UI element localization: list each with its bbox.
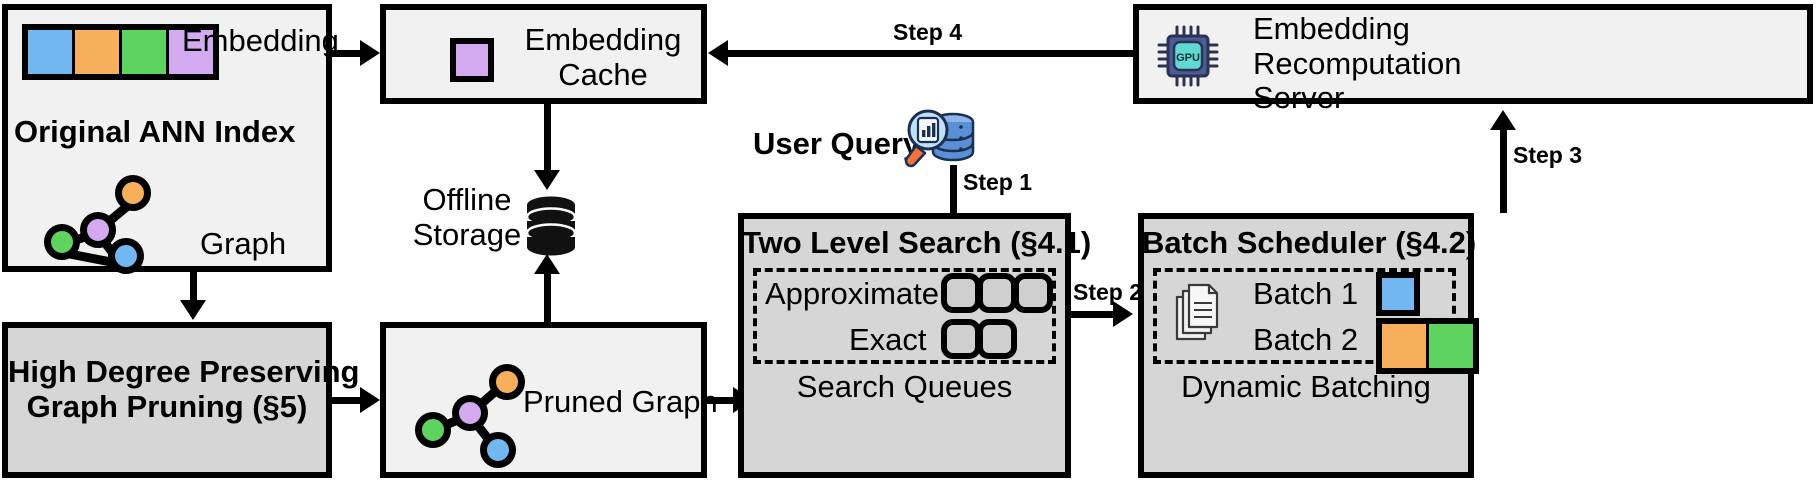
step-2-label: Step 2 — [1073, 279, 1143, 305]
pruned-node-orange — [489, 364, 525, 400]
pruned-graph-title: Pruned Graph — [523, 384, 718, 419]
arrow-pruning-to-prunedgraph-line — [332, 397, 362, 404]
recomputation-server-title: Embedding Recomputation Server — [1253, 11, 1462, 116]
documents-stack-icon — [1175, 283, 1219, 341]
batch-scheduler-title: Batch Scheduler (§4.2) — [1142, 225, 1477, 260]
embedding-swatch-strip — [22, 24, 219, 80]
pruned-node-green — [415, 412, 451, 448]
step1-arrow-line — [950, 165, 957, 215]
svg-text:GPU: GPU — [1176, 52, 1200, 64]
dynamic-batching-footer: Dynamic Batching — [1181, 369, 1431, 404]
arrow-index-to-pruning-line — [190, 272, 197, 302]
step3-arrow-line — [1500, 130, 1507, 213]
embedding-swatch-green — [122, 30, 169, 74]
offline-storage-label: Offline Storage — [412, 182, 522, 252]
embedding-cache-swatch — [450, 38, 494, 82]
exact-row-label: Exact — [849, 322, 927, 357]
approximate-row-label: Approximate — [765, 276, 940, 311]
approximate-slot-a — [941, 273, 981, 313]
embedding-swatch-blue — [28, 30, 75, 74]
step4-arrow-line — [728, 50, 1133, 57]
arrow-cache-to-storage-head — [534, 170, 560, 190]
arrow-prunedgraph-to-search-line — [707, 397, 735, 404]
search-queues-footer: Search Queues — [796, 369, 1013, 404]
recomputation-server-box — [1133, 4, 1813, 104]
step-3-label: Step 3 — [1513, 142, 1583, 168]
search-queues-dashed-region — [753, 268, 1056, 364]
exact-slot-a — [941, 319, 981, 359]
arrow-index-to-cache-line — [332, 50, 362, 57]
step-4-label: Step 4 — [893, 19, 963, 45]
embedding-swatch-orange — [75, 30, 122, 74]
exact-slot-b — [977, 319, 1017, 359]
query-search-database-icon — [904, 109, 975, 168]
batch-2-swatch-strip — [1376, 318, 1479, 374]
approximate-slot-b — [977, 273, 1017, 313]
embedding-cache-box — [380, 4, 707, 104]
graph-node-purple — [80, 212, 116, 248]
embedding-swatch-purple — [169, 30, 213, 74]
two-level-search-title: Two Level Search (§4.1) — [742, 225, 1092, 260]
dynamic-batching-dashed-region — [1153, 268, 1456, 364]
batch-2-label: Batch 2 — [1253, 322, 1359, 357]
arrow-index-to-cache-head — [360, 40, 380, 66]
graph-node-green — [44, 224, 80, 260]
pruned-node-blue — [480, 432, 516, 468]
graph-node-orange — [115, 175, 151, 211]
approximate-slot-c — [1013, 273, 1053, 313]
user-query-label: User Query — [753, 126, 921, 161]
batch-2-swatch-orange — [1382, 324, 1429, 368]
graph-node-blue — [108, 238, 144, 274]
original-ann-index-title: Original ANN Index — [14, 114, 296, 149]
gpu-chip-icon: GPU — [1157, 25, 1219, 87]
step3-arrow-head — [1490, 110, 1516, 130]
arrow-pruning-to-prunedgraph-head — [360, 387, 380, 413]
batch-1-label: Batch 1 — [1253, 276, 1359, 311]
arrow-index-to-pruning-head — [180, 300, 206, 320]
pruned-node-purple — [452, 395, 488, 431]
batch-2-swatch-green — [1429, 324, 1473, 368]
step2-arrow-line — [1071, 311, 1115, 318]
graph-label: Graph — [200, 226, 287, 261]
arrow-cache-to-storage-line — [544, 104, 551, 172]
step4-arrow-head — [708, 40, 728, 66]
embedding-cache-title: Embedding Cache — [524, 22, 682, 92]
arrow-prunedgraph-to-storage-line — [544, 272, 551, 322]
database-cylinder-icon — [525, 196, 577, 256]
step2-arrow-head — [1113, 301, 1133, 327]
embedding-label: Embedding — [182, 23, 339, 58]
arrow-prunedgraph-to-storage-head — [534, 254, 560, 274]
step-1-label: Step 1 — [963, 169, 1033, 195]
pruned-graph-box — [380, 322, 707, 478]
batch-1-swatch-blue — [1376, 272, 1420, 316]
graph-pruning-title: High Degree Preserving Graph Pruning (§5… — [8, 354, 360, 424]
graph-pruning-box — [2, 322, 332, 478]
